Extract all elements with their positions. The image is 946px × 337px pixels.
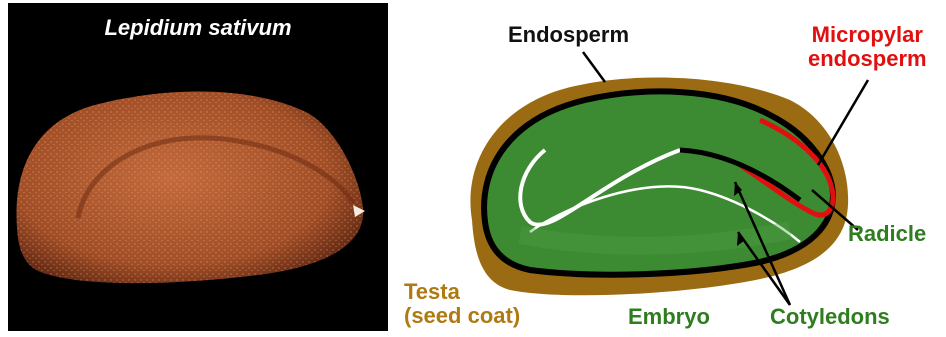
label-testa-line1: Testa: [404, 280, 520, 304]
label-micropylar-line2: endosperm: [808, 47, 927, 71]
micropylar-leader: [818, 80, 868, 165]
label-micropylar-endosperm: Micropylar endosperm: [808, 23, 927, 71]
label-radicle: Radicle: [848, 222, 926, 246]
label-testa: Testa (seed coat): [404, 280, 520, 328]
label-endosperm: Endosperm: [508, 23, 629, 47]
label-testa-line2: (seed coat): [404, 304, 520, 328]
label-micropylar-line1: Micropylar: [808, 23, 927, 47]
label-embryo: Embryo: [628, 305, 710, 329]
label-cotyledons: Cotyledons: [770, 305, 890, 329]
endosperm-leader: [583, 52, 605, 82]
